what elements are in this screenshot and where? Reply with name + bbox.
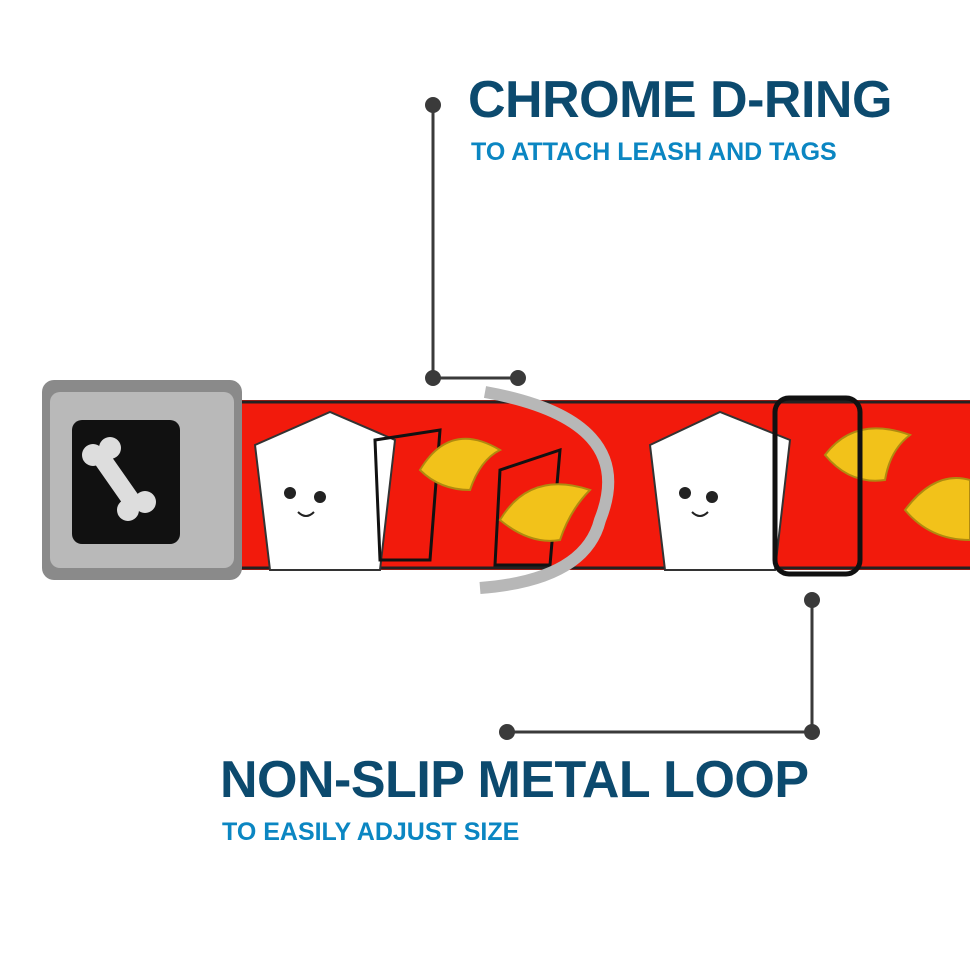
leader-line-loop (499, 592, 820, 740)
bone-icon (82, 437, 156, 521)
metal-loop (772, 395, 863, 577)
d-ring (479, 386, 615, 594)
takeout-box-pattern (253, 410, 792, 571)
loop-subtitle: TO EASILY ADJUST SIZE (222, 818, 520, 846)
seatbelt-buckle (42, 380, 242, 580)
loop-title: NON-SLIP METAL LOOP (220, 751, 809, 809)
fortune-cookie-pattern (418, 427, 970, 542)
leader-line-d-ring (425, 97, 526, 386)
d-ring-subtitle: TO ATTACH LEASH AND TAGS (471, 138, 837, 166)
d-ring-title: CHROME D-RING (468, 71, 892, 129)
